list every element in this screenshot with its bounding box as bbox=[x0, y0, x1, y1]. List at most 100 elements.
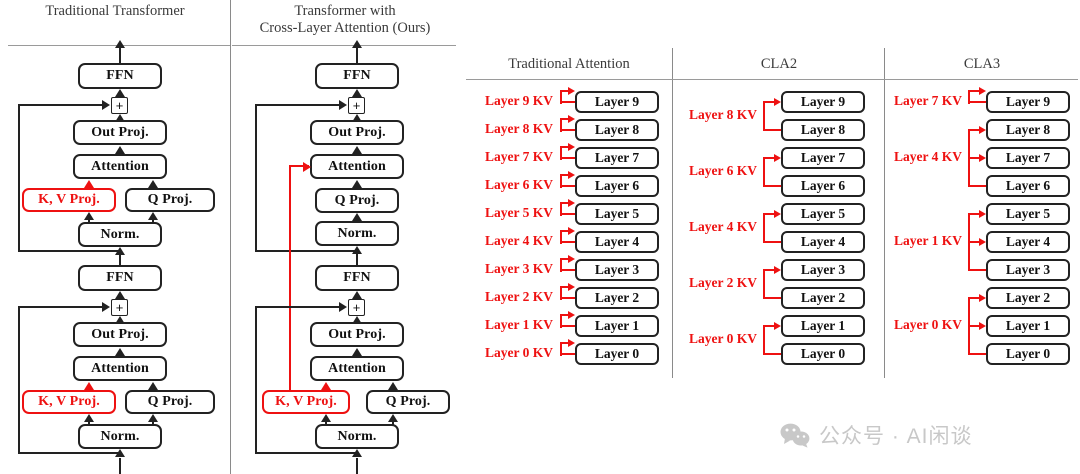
kv-label: Layer 8 KV bbox=[485, 121, 553, 136]
kv-arrow-arm bbox=[560, 314, 569, 316]
node-label: Norm. bbox=[337, 225, 377, 241]
node-label: K, V Proj. bbox=[38, 192, 100, 207]
kv-label: Layer 4 KV bbox=[894, 149, 962, 164]
kv-source-connector bbox=[763, 297, 781, 299]
conn-b-skip-upper-horiz bbox=[255, 104, 339, 106]
kv-label: Layer 5 KV bbox=[485, 205, 553, 220]
layer-box: Layer 6 bbox=[781, 175, 865, 197]
layer-box: Layer 8 bbox=[986, 119, 1070, 141]
arrowhead-a-norm-kv-upper bbox=[84, 212, 94, 220]
kv-arrow-arm bbox=[763, 157, 775, 159]
kv-source-connector bbox=[560, 269, 575, 271]
arrowhead-a-kv-upper bbox=[84, 180, 94, 188]
arrowhead-b-norm-upper bbox=[352, 213, 362, 221]
arrowhead-a-kv-lower bbox=[84, 382, 94, 390]
node-b-q-proj-lower: Q Proj. bbox=[366, 390, 450, 414]
kv-arrow-arm bbox=[560, 342, 569, 344]
node-b-residual-add-lower: + bbox=[348, 299, 365, 316]
plus-symbol: + bbox=[115, 300, 124, 315]
kv-bracket-spine bbox=[560, 118, 562, 132]
kv-arrowhead bbox=[568, 310, 575, 319]
conn-a-ffn-lower-to-norm-upper bbox=[119, 255, 121, 267]
kv-arrow-arm bbox=[560, 286, 569, 288]
kv-arrow-arm bbox=[763, 101, 775, 103]
kv-arrow-arm bbox=[560, 202, 569, 204]
kv-arrow-arm bbox=[968, 241, 980, 243]
kv-bracket-spine bbox=[763, 157, 765, 187]
kv-arrow-arm bbox=[560, 146, 569, 148]
right-column-header-rule bbox=[232, 45, 456, 46]
kv-source-connector bbox=[560, 325, 575, 327]
plus-symbol: + bbox=[352, 98, 361, 113]
kv-source-connector bbox=[968, 353, 986, 355]
kv-source-connector bbox=[763, 353, 781, 355]
kv-label: Layer 0 KV bbox=[894, 317, 962, 332]
layer-box: Layer 3 bbox=[986, 259, 1070, 281]
layer-box: Layer 7 bbox=[575, 147, 659, 169]
arrowhead-a-norm-kv-lower bbox=[84, 414, 94, 422]
kv-source-connector bbox=[560, 241, 575, 243]
left-column-title-traditional: Traditional Transformer bbox=[0, 3, 230, 20]
kv-arrow-arm bbox=[968, 325, 980, 327]
arrowhead-a-qproj-upper bbox=[148, 180, 158, 188]
node-a-ffn-upper: FFN bbox=[78, 63, 162, 89]
arrowhead-b-input bbox=[352, 449, 362, 457]
kv-arrowhead bbox=[568, 198, 575, 207]
node-b-norm-upper: Norm. bbox=[315, 221, 399, 246]
kv-source-connector bbox=[560, 297, 575, 299]
layer-box: Layer 2 bbox=[781, 287, 865, 309]
kv-bracket-spine bbox=[560, 146, 562, 160]
arrowhead-a-input bbox=[115, 449, 125, 457]
kv-label: Layer 6 KV bbox=[485, 177, 553, 192]
kv-source-connector bbox=[560, 101, 575, 103]
node-label: K, V Proj. bbox=[38, 394, 100, 409]
kv-source-connector bbox=[763, 129, 781, 131]
conn-a-skip-upper-horiz bbox=[18, 104, 102, 106]
kv-arrow-arm bbox=[560, 90, 569, 92]
arrowhead-a-norm-q-upper bbox=[148, 212, 158, 220]
kv-label: Layer 0 KV bbox=[689, 331, 757, 346]
layer-box: Layer 8 bbox=[781, 119, 865, 141]
node-a-out-proj-lower: Out Proj. bbox=[73, 322, 167, 347]
watermark-text: 公众号 · AI闲谈 bbox=[819, 425, 973, 448]
kv-label: Layer 7 KV bbox=[485, 149, 553, 164]
arrowhead-b-skip-lower bbox=[339, 302, 347, 312]
node-a-q-proj-lower: Q Proj. bbox=[125, 390, 215, 414]
layer-box: Layer 5 bbox=[781, 203, 865, 225]
node-label: FFN bbox=[106, 270, 134, 285]
arrowhead-b-attn-lower bbox=[352, 348, 362, 356]
kv-bracket-spine bbox=[560, 258, 562, 272]
kv-bracket-spine bbox=[560, 90, 562, 104]
kv-label: Layer 6 KV bbox=[689, 163, 757, 178]
arrowhead-b-outproj-upper bbox=[352, 114, 362, 122]
arrowhead-a-attn-lower bbox=[115, 348, 125, 356]
kv-arrowhead bbox=[568, 338, 575, 347]
node-a-residual-add-upper: + bbox=[111, 97, 128, 114]
layer-box: Layer 5 bbox=[986, 203, 1070, 225]
layer-box: Layer 2 bbox=[986, 287, 1070, 309]
kv-arrowhead bbox=[568, 282, 575, 291]
node-a-kv-proj-lower: K, V Proj. bbox=[22, 390, 116, 414]
title-text: Traditional Transformer bbox=[45, 3, 185, 19]
node-a-residual-add-lower: + bbox=[111, 299, 128, 316]
node-b-out-proj-lower: Out Proj. bbox=[310, 322, 404, 347]
node-label: Out Proj. bbox=[91, 326, 149, 342]
arrowhead-b-qproj-lower bbox=[388, 382, 398, 390]
conn-b-skip-upper-base bbox=[255, 250, 357, 252]
kv-label: Layer 2 KV bbox=[485, 289, 553, 304]
kv-arrow-arm bbox=[968, 213, 980, 215]
kv-arrowhead bbox=[979, 321, 986, 330]
arrowhead-a-norm-upper-in bbox=[115, 247, 125, 255]
kv-arrowhead bbox=[568, 226, 575, 235]
kv-arrow-arm bbox=[968, 90, 980, 92]
kv-source-connector bbox=[763, 241, 781, 243]
title-text-line2: Cross-Layer Attention (Ours) bbox=[259, 20, 431, 36]
kv-bracket-spine bbox=[968, 90, 970, 104]
kv-label: Layer 3 KV bbox=[485, 261, 553, 276]
kv-bracket-spine bbox=[560, 286, 562, 300]
arrowhead-b-outproj-lower bbox=[352, 316, 362, 324]
node-b-residual-add-upper: + bbox=[348, 97, 365, 114]
arrowhead-a-outproj-lower bbox=[115, 316, 125, 324]
arrowhead-a-qproj-lower bbox=[148, 382, 158, 390]
node-label: Attention bbox=[328, 158, 386, 174]
